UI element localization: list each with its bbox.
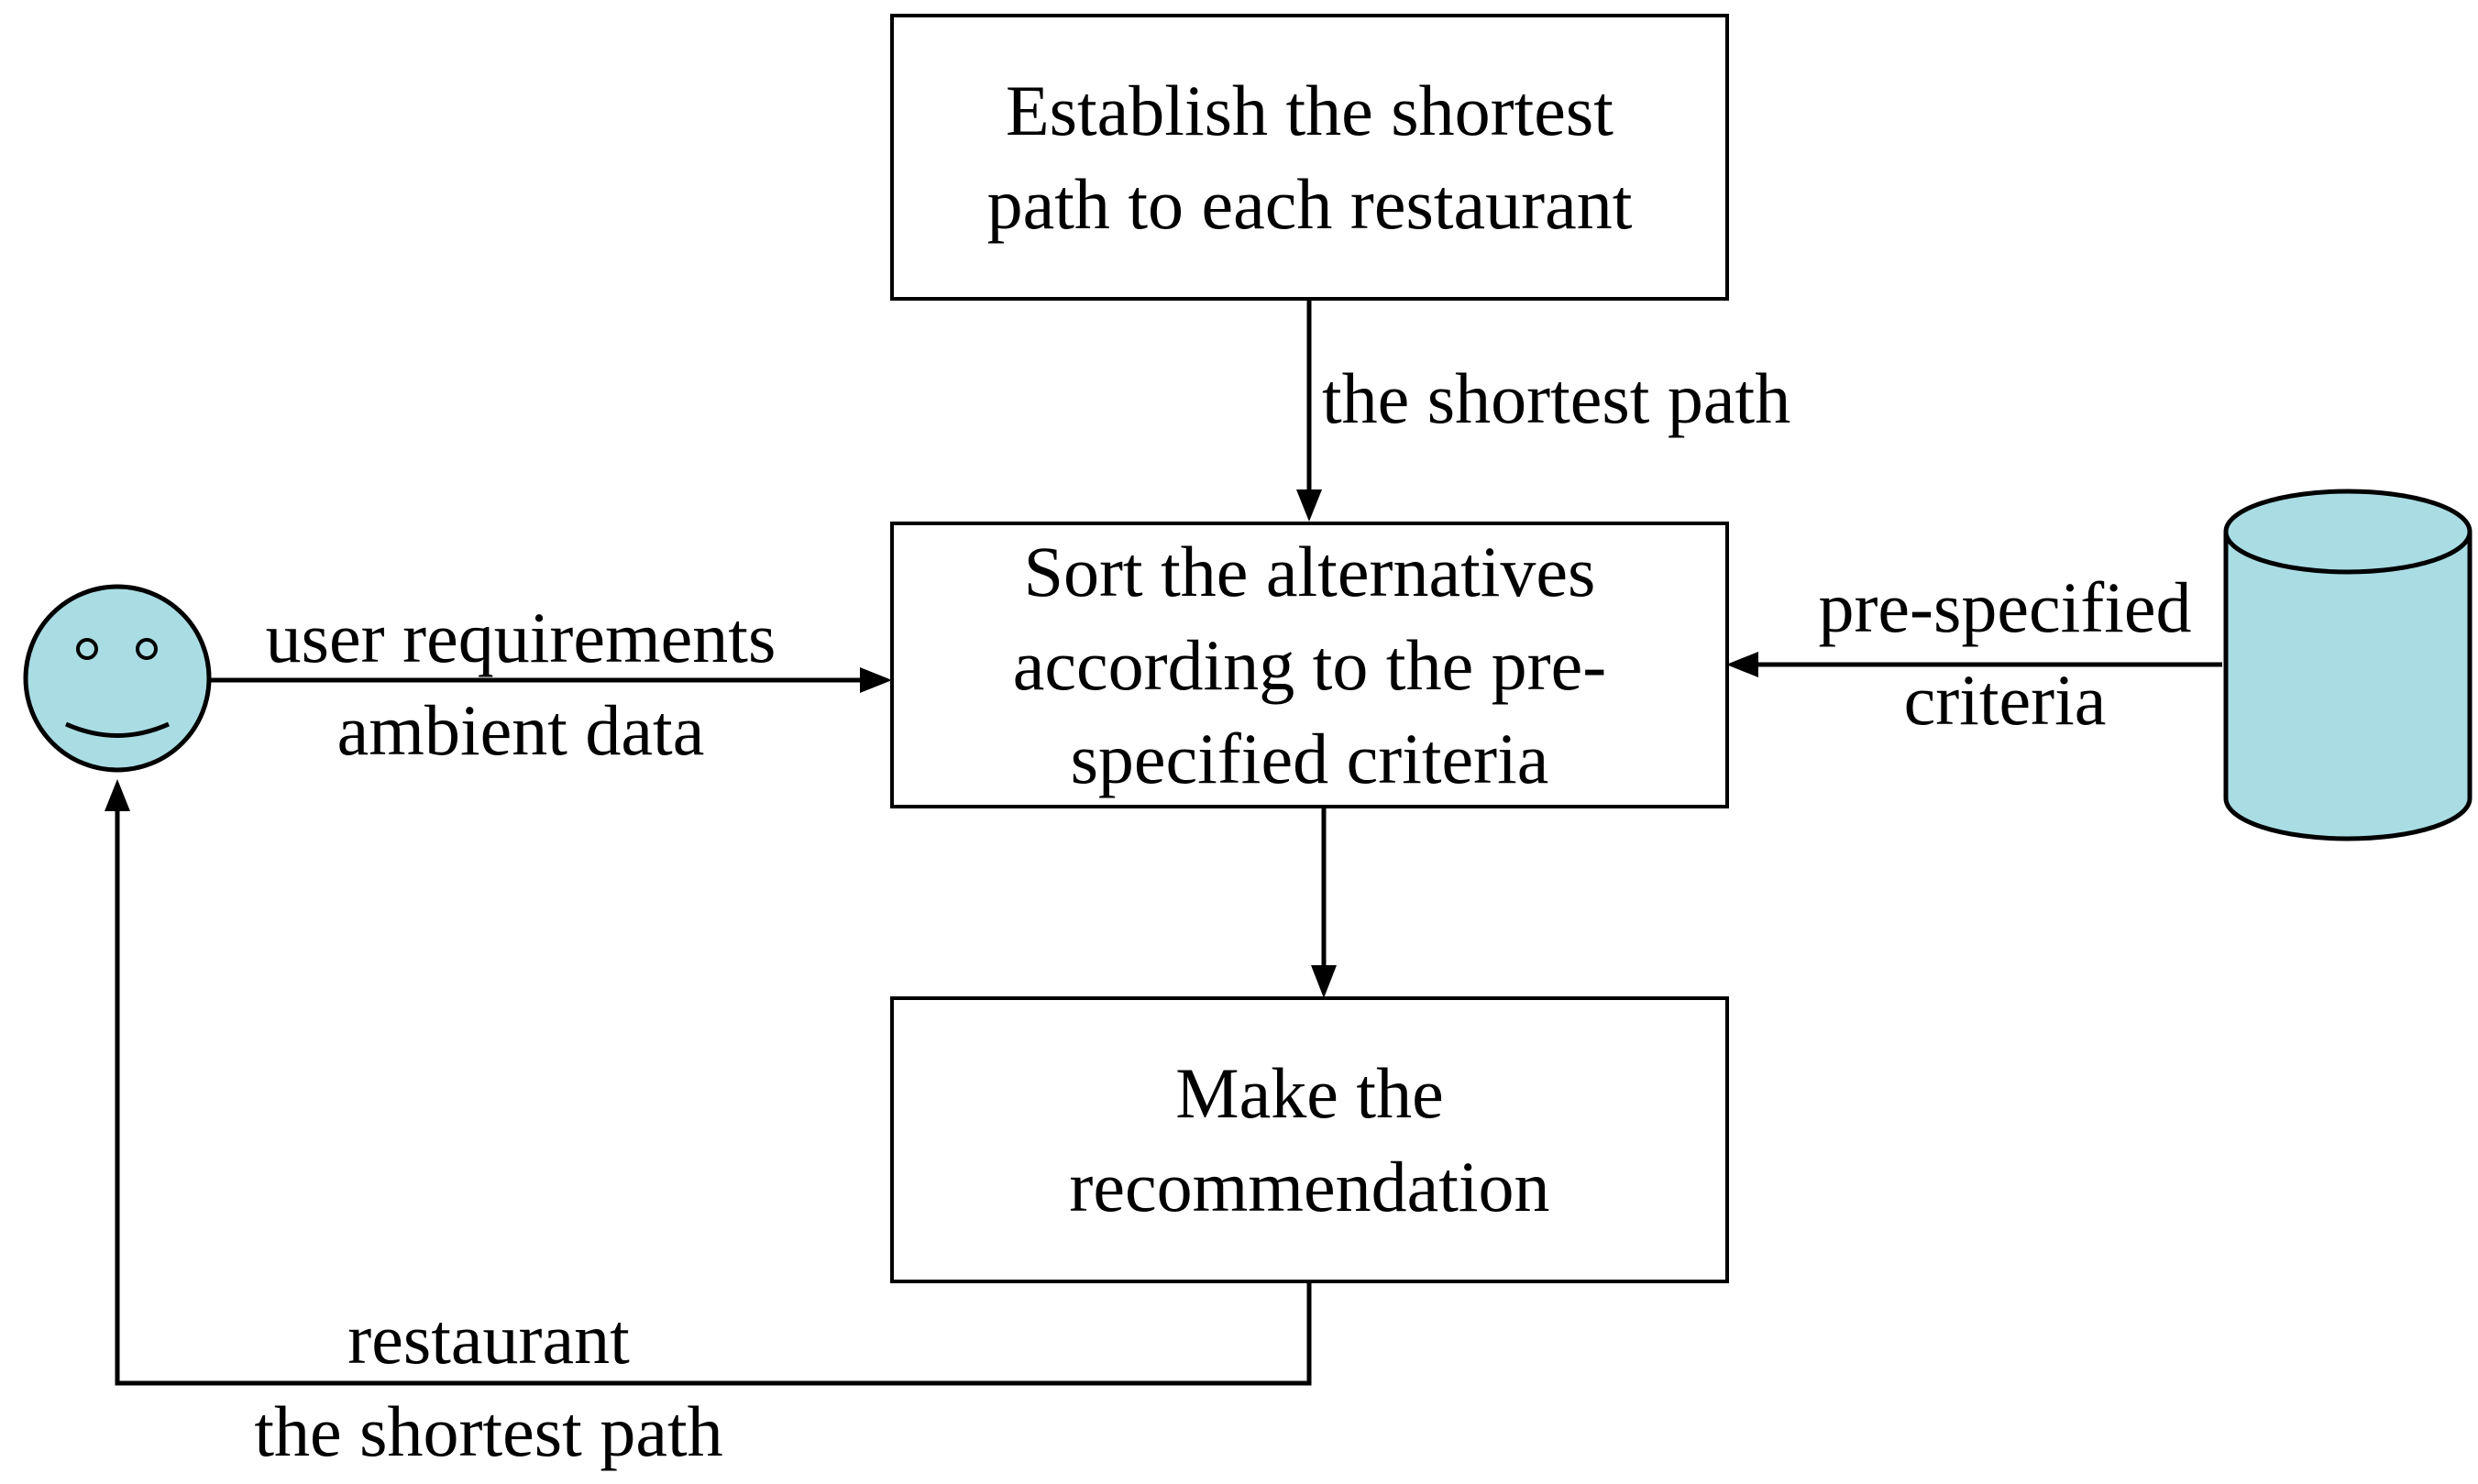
recommend-box-line-1: Make the [1175, 1052, 1444, 1133]
establish-shortest-path-box: Establish the shortest path to each rest… [890, 14, 1729, 301]
establish-box-line-2: path to each restaurant [986, 163, 1633, 244]
label-shortest-path-bottom: the shortest path [254, 1391, 723, 1471]
sort-alternatives-box: Sort the alternatives according to the p… [890, 522, 1729, 808]
label-pre-specified: pre-specified [1818, 567, 2192, 647]
arrow-recommend-to-user [105, 779, 1312, 1386]
arrow-establish-to-sort [1296, 301, 1322, 522]
establish-box-line-1: Establish the shortest [1006, 70, 1613, 150]
smiley-face-icon [23, 584, 212, 773]
make-recommendation-box: Make the recommendation [890, 996, 1729, 1283]
recommend-box-line-2: recommendation [1069, 1146, 1550, 1226]
label-ambient-data: ambient data [336, 690, 705, 770]
label-restaurant: restaurant [347, 1299, 630, 1379]
sort-box-line-1: Sort the alternatives [1023, 531, 1596, 611]
arrow-database-to-sort [1726, 652, 2222, 677]
database-cylinder-icon [2223, 489, 2472, 841]
sort-box-line-3: specified criteria [1070, 718, 1549, 798]
sort-box-line-2: according to the pre- [1012, 624, 1607, 705]
arrow-user-to-sort [209, 667, 892, 693]
arrow-sort-to-recommend [1311, 807, 1337, 998]
label-criteria: criteria [1903, 660, 2107, 740]
label-user-requirements: user requirements [265, 598, 776, 677]
label-shortest-path-top: the shortest path [1322, 358, 1791, 438]
